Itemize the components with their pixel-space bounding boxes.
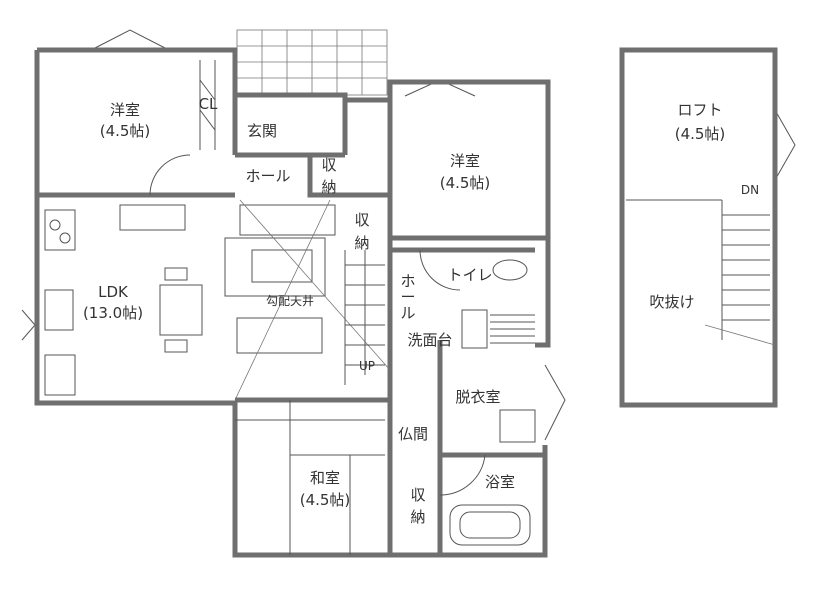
toilet-label: トイレ — [447, 266, 492, 284]
dining-table — [159, 284, 203, 336]
room-size: (4.5帖) — [440, 174, 491, 192]
room-size: (4.5帖) — [300, 491, 351, 509]
stairs-down-label: DN — [741, 183, 759, 197]
bathtub — [449, 504, 531, 546]
storage-label: 収 — [410, 486, 425, 504]
room-name: 和室 — [310, 469, 340, 487]
room-name: 洋室 — [110, 101, 140, 119]
entrance-label: 玄関 — [247, 122, 277, 140]
tv-board — [239, 204, 336, 236]
hall-label: ル — [400, 304, 415, 322]
interior-details — [44, 60, 776, 555]
hall-label: ホール — [245, 167, 290, 185]
storage-label: 納 — [321, 178, 336, 196]
toilet-bowl — [492, 259, 528, 281]
window-bay — [544, 364, 566, 441]
bathroom-label: 浴室 — [485, 473, 515, 491]
sofa — [236, 317, 323, 354]
altar-room-label: 仏間 — [398, 425, 428, 443]
loft-label: ロフト — [677, 101, 722, 119]
ldk-size: (13.0帖) — [83, 304, 143, 322]
loft-size: (4.5帖) — [675, 125, 726, 143]
room-name: 洋室 — [450, 152, 480, 170]
dressing-room-label: 脱衣室 — [455, 388, 500, 406]
window-bay — [21, 309, 36, 341]
storage-label: 収 — [354, 211, 369, 229]
atrium-label: 吹抜け — [649, 293, 694, 311]
window-bay — [94, 29, 166, 49]
room-size: (4.5帖) — [100, 122, 151, 140]
window-bay — [774, 109, 796, 181]
exterior-walls — [34, 47, 778, 558]
hall-label: ホ — [400, 272, 415, 290]
entrance-porch-tiles — [236, 29, 388, 96]
washstand-label: 洗面台 — [407, 331, 452, 349]
storage-label: 納 — [354, 234, 369, 252]
storage-label: 収 — [321, 156, 336, 174]
hall-label: ー — [400, 288, 415, 306]
sloped-ceiling-label: 勾配天井 — [266, 294, 314, 308]
storage-label: 納 — [410, 508, 425, 526]
stairs-up-label: UP — [359, 359, 375, 373]
closet-label: CL — [199, 95, 218, 113]
ldk-label: LDK — [98, 283, 129, 301]
